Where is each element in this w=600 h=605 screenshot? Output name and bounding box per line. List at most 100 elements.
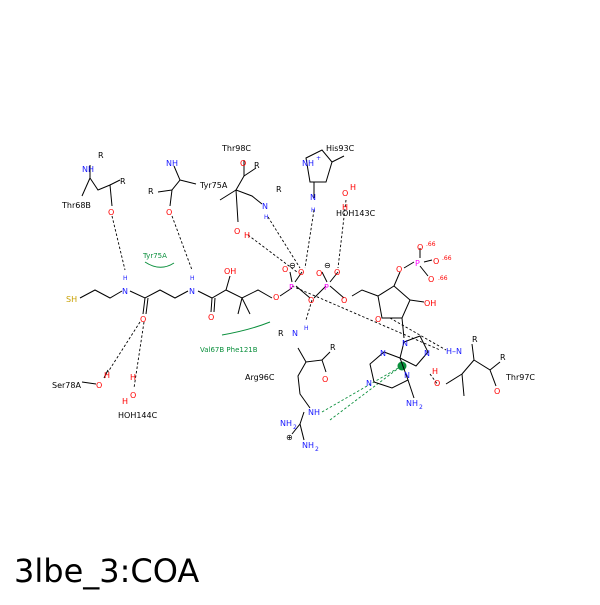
hydroxyl-atom: O <box>234 227 240 236</box>
nitrogen-atom: NH <box>302 159 314 168</box>
nitrogen-atom: N <box>292 329 298 338</box>
partial-charge: .66 <box>426 241 436 248</box>
phosphorus-atom: P <box>324 283 329 292</box>
hydroxyl-atom: OH <box>224 267 236 276</box>
oxygen-atom: O <box>428 275 434 284</box>
residue-label-hoh143c: HOH143C <box>336 209 376 218</box>
nitrogen-atom: N <box>424 349 430 358</box>
hydroxyl-atom: O <box>434 379 440 388</box>
oxygen-atom: O <box>108 208 114 217</box>
hydrogen-atom: H <box>190 275 195 282</box>
residue-label-ser78a: Ser78A <box>52 381 81 390</box>
oxygen-atom: O <box>166 208 172 217</box>
water-hydrogen: H <box>350 183 356 192</box>
oxygen-atom: O <box>341 296 347 305</box>
oxygen-atom: O <box>316 269 322 278</box>
hydrogen-atom: H <box>311 207 316 214</box>
residue-label-tyr75a: Tyr75A <box>199 181 228 190</box>
hydroxyl-atom: O <box>96 381 102 390</box>
hydrogen-atom: H <box>123 275 128 282</box>
residue-label-thr98c: Thr98C <box>221 144 251 153</box>
oxygen-atom: O <box>433 257 439 266</box>
water-oxygen: O <box>342 189 348 198</box>
diagram-title: 3lbe_3:COA <box>14 552 200 590</box>
pi-cation-line-2 <box>329 366 401 421</box>
residue-label-hoh144c: HOH144C <box>118 411 158 420</box>
oxygen-atom: O <box>282 265 288 274</box>
positive-charge: ⊕ <box>286 433 293 442</box>
partial-charge: .66 <box>438 275 448 282</box>
hydrophobic-label-val67b-phe121b: Val67B Phe121B <box>200 346 258 354</box>
r-group: R <box>254 161 260 170</box>
oxygen-atom: O <box>334 268 340 277</box>
partial-charge: .66 <box>442 255 452 262</box>
nitrogen-atom: N <box>380 349 386 358</box>
water-oxygen: O <box>130 391 136 400</box>
oxygen-atom: O <box>273 293 279 302</box>
r-group: R <box>278 329 284 338</box>
hydrogen-atom: H <box>264 214 269 221</box>
r-group: R <box>98 151 104 160</box>
hydroxyl-atom: OH <box>424 299 436 308</box>
oxygen-atom: O <box>417 243 423 252</box>
water-hydrogen: H <box>342 203 348 212</box>
r-group: R <box>148 187 154 196</box>
oxygen-atom: O <box>308 296 314 305</box>
hydrophobic-arc-val67b <box>221 321 271 336</box>
nitrogen-atom: N <box>262 202 268 211</box>
amine-atom: NH <box>280 419 292 428</box>
residue-bonds <box>81 149 501 441</box>
ligand-atoms: SH N H O N H O OH O P O O ⊖ O P O O ⊖ O … <box>66 241 452 411</box>
amine-subscript: 2 <box>315 446 319 453</box>
residue-atoms: NH R R O Thr68B NH R O Tyr75A Thr98C O R… <box>52 144 535 453</box>
amine-atom: H–N <box>446 347 462 356</box>
oxygen-atom: O <box>396 265 402 274</box>
hydrogen-atom: H <box>432 367 438 376</box>
hydrogen-atom: H <box>104 371 110 380</box>
phosphorus-atom: P <box>415 259 420 268</box>
nitrogen-atom: N <box>310 193 316 202</box>
phosphorus-atom: P <box>289 283 294 292</box>
oxygen-atom: O <box>494 387 500 396</box>
residue-label-thr68b: Thr68B <box>61 201 91 210</box>
hydrophobic-label-tyr75a: Tyr75A <box>142 252 167 260</box>
hydrophobic-arc-tyr75a <box>144 261 175 268</box>
nitrogen-atom: N <box>122 287 128 296</box>
negative-charge: ⊖ <box>289 261 296 270</box>
amine-atom: NH <box>302 441 314 450</box>
ligand-bonds <box>79 248 433 399</box>
ring-oxygen-atom: O <box>375 315 381 324</box>
nitrogen-atom: NH <box>308 408 320 417</box>
nitrogen-atom: NH <box>82 165 94 174</box>
r-group: R <box>276 185 282 194</box>
hydrogen-bonds <box>107 199 447 389</box>
nitrogen-atom: N <box>366 379 372 388</box>
amine-subscript: 2 <box>419 404 423 411</box>
oxygen-atom: O <box>140 315 146 324</box>
r-group: R <box>330 343 336 352</box>
oxygen-atom: O <box>322 375 328 384</box>
r-group: R <box>500 353 506 362</box>
r-group: R <box>472 335 478 344</box>
nitrogen-atom: N <box>402 339 408 348</box>
hydrogen-atom: H <box>304 325 309 332</box>
oxygen-atom: O <box>208 313 214 322</box>
water-hydrogen: H <box>130 373 136 382</box>
oxygen-atom: O <box>240 159 246 168</box>
positive-charge: + <box>316 155 321 162</box>
negative-charge: ⊖ <box>324 261 331 270</box>
nitrogen-atom: N <box>404 371 410 380</box>
hydrogen-atom: H <box>244 231 250 240</box>
residue-label-his93c: His93C <box>326 144 355 153</box>
water-hydrogen: H <box>122 397 128 406</box>
amine-atom: NH <box>406 399 418 408</box>
sulfur-atom: SH <box>66 295 77 304</box>
pi-cation-line <box>321 366 401 413</box>
residue-label-arg96c: Arg96C <box>245 373 275 382</box>
amine-atom: NH <box>166 159 178 168</box>
amine-subscript: 2 <box>293 424 297 431</box>
nitrogen-atom: N <box>189 287 195 296</box>
r-group: R <box>120 177 126 186</box>
